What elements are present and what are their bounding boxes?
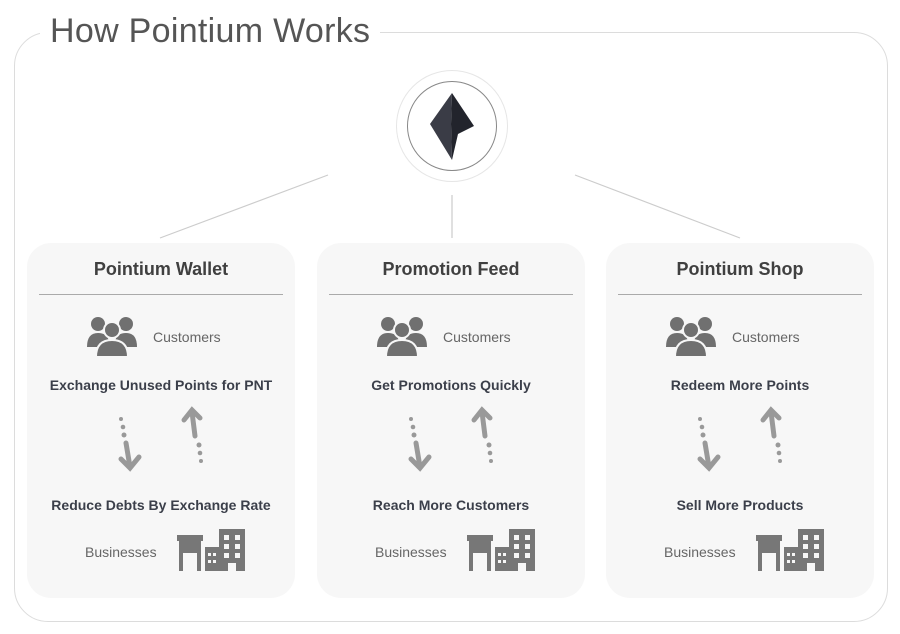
businesses-label: Businesses (85, 544, 157, 560)
business-benefit: Reach More Customers (372, 497, 530, 513)
divider (329, 294, 573, 295)
businesses-label: Businesses (664, 544, 736, 560)
diagram-frame (14, 32, 888, 622)
customers-label: Customers (153, 329, 221, 345)
businesses-icon (177, 529, 245, 571)
businesses-icon (756, 529, 824, 571)
card-promotion-feed: Promotion Feed Customers Get Promotions … (317, 243, 585, 598)
customer-benefit: Exchange Unused Points for PNT (49, 377, 273, 393)
connector-right (574, 174, 741, 239)
exchange-arrows-icon (697, 406, 782, 472)
customer-benefit: Get Promotions Quickly (371, 377, 531, 393)
pointium-gem-icon (430, 93, 474, 160)
customers-icon (666, 317, 716, 357)
connector-left (159, 174, 329, 239)
card-title: Pointium Wallet (93, 259, 229, 279)
card-title: Pointium Shop (676, 259, 804, 279)
customers-label: Customers (443, 329, 511, 345)
exchange-arrows-icon (118, 406, 203, 472)
card-title: Promotion Feed (382, 259, 520, 279)
divider (39, 294, 283, 295)
businesses-icon (467, 529, 535, 571)
businesses-label: Businesses (375, 544, 447, 560)
business-benefit: Reduce Debts By Exchange Rate (51, 497, 271, 513)
customer-benefit: Redeem More Points (670, 377, 810, 393)
card-pointium-shop: Pointium Shop Customers Redeem More Poin… (606, 243, 874, 598)
pointium-logo (396, 70, 508, 182)
exchange-arrows-icon (408, 406, 493, 472)
customers-label: Customers (732, 329, 800, 345)
card-pointium-wallet: Pointium Wallet Customers Exchange Unuse… (27, 243, 295, 598)
customers-icon (377, 317, 427, 357)
business-benefit: Sell More Products (676, 497, 804, 513)
customers-icon (87, 317, 137, 357)
divider (618, 294, 862, 295)
page-title: How Pointium Works (40, 12, 381, 51)
